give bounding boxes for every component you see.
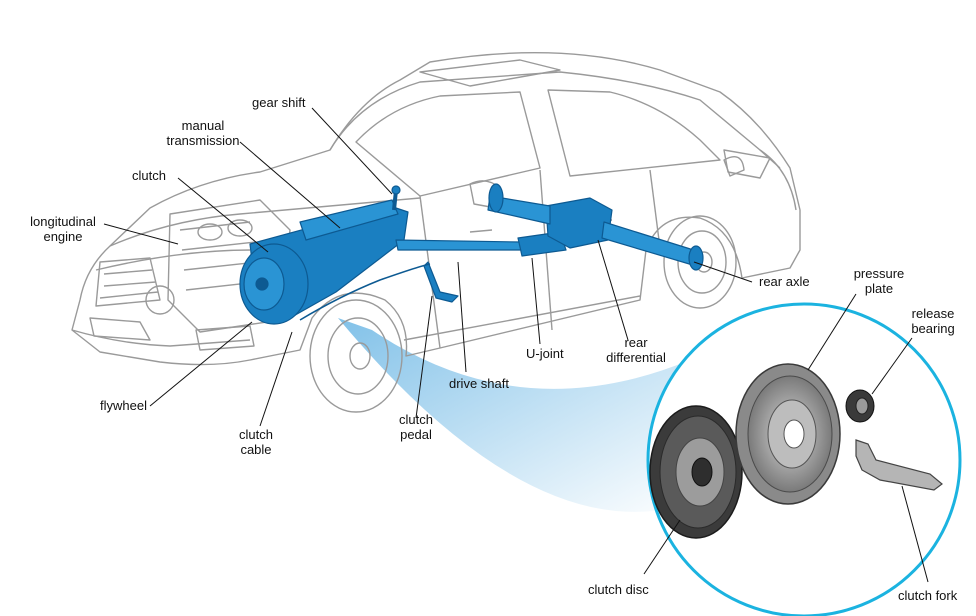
label-clutch: clutch xyxy=(132,168,166,183)
car-body xyxy=(71,52,801,413)
leader-lines xyxy=(103,107,929,583)
callout-beam xyxy=(338,318,700,512)
label-clutch-pedal: clutch pedal xyxy=(399,412,433,442)
release-bearing-illustration xyxy=(845,389,875,423)
clutch-disc-illustration xyxy=(649,405,743,539)
label-rear-axle: rear axle xyxy=(759,274,810,289)
label-drive-shaft: drive shaft xyxy=(449,376,509,391)
label-rear-differential: rear differential xyxy=(606,335,666,365)
label-clutch-fork: clutch fork xyxy=(898,588,958,603)
clutch-fork-illustration xyxy=(855,439,943,491)
label-manual-transmission: manual transmission xyxy=(166,118,240,148)
drivetrain xyxy=(239,183,704,325)
label-clutch-disc: clutch disc xyxy=(588,582,649,597)
label-flywheel: flywheel xyxy=(100,398,147,413)
label-release-bearing: release bearing xyxy=(911,306,955,336)
label-u-joint: U-joint xyxy=(526,346,564,361)
pressure-plate-illustration xyxy=(735,363,841,505)
label-clutch-cable: clutch cable xyxy=(239,427,273,457)
label-pressure-plate: pressure plate xyxy=(853,266,905,296)
label-gear-shift: gear shift xyxy=(252,95,306,110)
label-longitudinal-engine: longitudinal engine xyxy=(30,214,96,244)
